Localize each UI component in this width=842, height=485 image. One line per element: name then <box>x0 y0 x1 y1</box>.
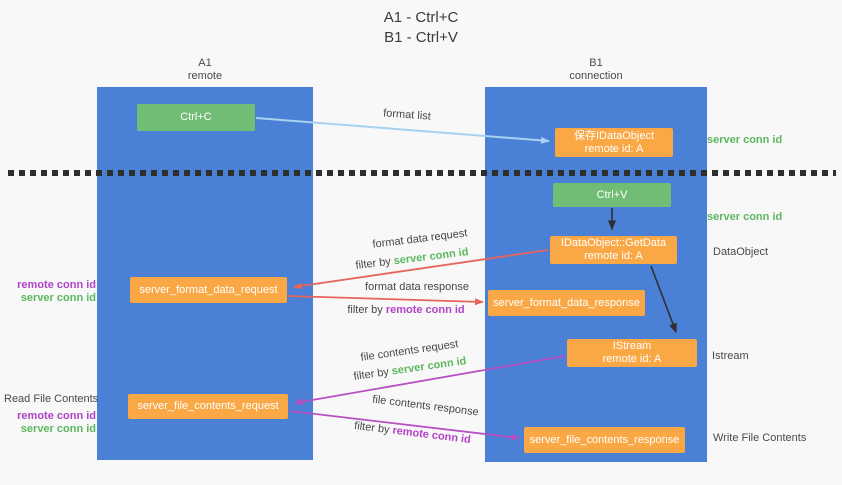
ctrl-v-label: Ctrl+V <box>596 188 628 201</box>
file-conn-id-annotations: remote conn id server conn id <box>8 410 96 436</box>
session-separator-line <box>8 170 836 176</box>
format-conn-id-annotations: remote conn id server conn id <box>8 279 96 305</box>
file-server-conn-id-annotation: server conn id <box>20 423 96 435</box>
server-conn-id-annotation-top: server conn id <box>707 134 783 146</box>
lifeline-a1-role: remote <box>187 70 223 82</box>
ctrl-c-node: Ctrl+C <box>137 104 255 131</box>
filter-by-text-1: filter by <box>354 255 392 272</box>
remote-conn-id-text-2: remote conn id <box>385 304 465 316</box>
format-data-response-edge-label: format data response <box>365 281 469 293</box>
ctrl-c-label: Ctrl+C <box>180 111 212 123</box>
lifeline-b1-role: connection <box>569 70 623 82</box>
filter-by-text-4: filter by <box>353 419 391 437</box>
file-request-label: server_file_contents_request <box>137 400 279 412</box>
format-data-response-arrow <box>287 295 484 306</box>
format-response-node: server_format_data_response <box>488 290 645 316</box>
lifeline-b1-header: B1 connection <box>536 57 656 83</box>
istream-annotation: Istream <box>712 350 749 362</box>
lifeline-a1-header: A1 remote <box>145 57 265 83</box>
format-request-label: server_format_data_request <box>139 283 278 296</box>
format-server-conn-id-annotation: server conn id <box>20 292 96 304</box>
file-request-node: server_file_contents_request <box>128 394 288 419</box>
file-contents-response-edge-label: file contents response <box>371 393 480 419</box>
save-dataobject-line2: remote id: A <box>584 142 644 155</box>
write-file-contents-annotation: Write File Contents <box>713 432 807 444</box>
title-line-1: A1 - Ctrl+C <box>383 9 459 26</box>
lifeline-a1-name: A1 <box>198 57 212 69</box>
format-response-label: server_format_data_response <box>493 296 640 309</box>
istream-line1: IStream <box>612 340 652 352</box>
dataobject-annotation: DataObject <box>713 246 769 258</box>
getdata-line1: IDataObject::GetData <box>560 237 667 249</box>
read-file-contents-annotation: Read File Contents <box>4 393 99 405</box>
format-request-node: server_format_data_request <box>130 277 287 303</box>
file-response-label: server_file_contents_response <box>529 433 680 446</box>
server-conn-id-text-3: server conn id <box>390 355 468 378</box>
getdata-line2: remote id: A <box>584 250 643 262</box>
format-list-edge-label: format list <box>382 107 432 123</box>
diagram-title: A1 - Ctrl+C B1 - Ctrl+V <box>271 8 571 48</box>
save-dataobject-node: 保存IDataObject remote id: A <box>555 128 673 157</box>
file-remote-conn-id-annotation: remote conn id <box>17 410 96 422</box>
lifeline-b1-name: B1 <box>589 57 603 69</box>
title-line-2: B1 - Ctrl+V <box>384 29 458 46</box>
format-remote-conn-id-annotation: remote conn id <box>17 279 96 291</box>
istream-node: IStream remote id: A <box>567 339 697 367</box>
save-dataobject-line1: 保存IDataObject <box>573 129 655 142</box>
filter-by-text-3: filter by <box>352 366 390 383</box>
server-conn-id-text-1: server conn id <box>393 246 470 268</box>
istream-line2: remote id: A <box>602 353 662 365</box>
filter-by-text-2: filter by <box>347 304 383 316</box>
file-response-node: server_file_contents_response <box>524 427 685 453</box>
remote-conn-id-text-4: remote conn id <box>391 424 472 447</box>
getdata-node: IDataObject::GetData remote id: A <box>550 236 677 264</box>
server-conn-id-annotation-mid: server conn id <box>707 211 783 223</box>
ctrl-v-node: Ctrl+V <box>553 183 671 207</box>
